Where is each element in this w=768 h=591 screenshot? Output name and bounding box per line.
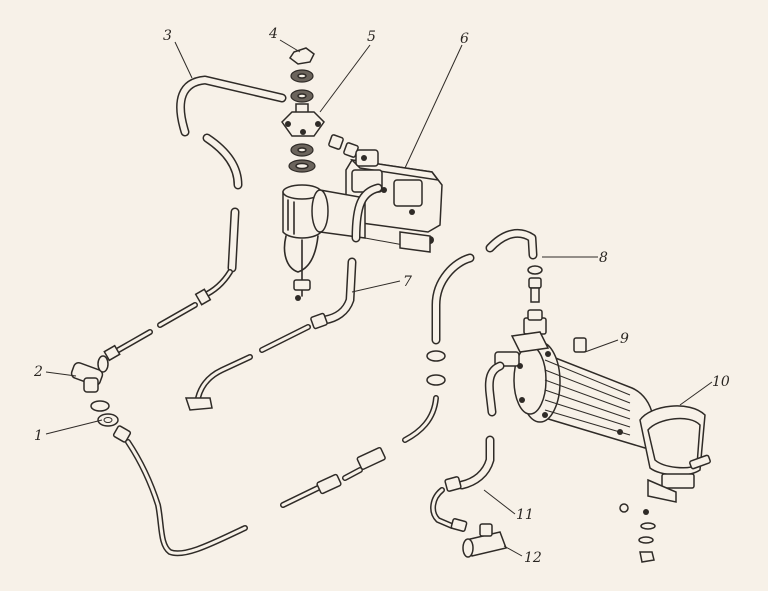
pump-6 <box>311 149 443 253</box>
fitting-8 <box>527 265 543 303</box>
fuel-line-lower <box>125 228 538 557</box>
label-3: 3 <box>163 28 172 44</box>
label-11: 11 <box>516 507 534 523</box>
label-6: 6 <box>460 31 469 47</box>
filter-assembly <box>281 47 343 301</box>
hose-11 <box>430 435 495 532</box>
label-4: 4 <box>268 26 278 42</box>
hose-7 <box>184 257 357 411</box>
label-9: 9 <box>620 331 629 347</box>
label-5: 5 <box>367 29 376 45</box>
label-8: 8 <box>599 250 608 266</box>
label-7: 7 <box>403 274 412 290</box>
tee-fitting-12 <box>462 523 508 558</box>
leader-lines <box>45 39 713 557</box>
washer-1 <box>90 400 132 443</box>
hose-heater-inlet <box>484 361 505 417</box>
heater-9 <box>494 309 655 449</box>
elbow-fitting-2 <box>70 355 109 393</box>
hose-3 <box>103 75 287 362</box>
label-10: 10 <box>712 374 730 390</box>
clamp-10 <box>619 405 711 563</box>
label-12: 12 <box>524 550 542 566</box>
part-labels: 1 2 3 4 5 6 7 8 9 10 11 12 <box>33 26 730 566</box>
union-fittings <box>328 134 359 158</box>
label-2: 2 <box>33 364 43 380</box>
label-1: 1 <box>34 428 43 444</box>
